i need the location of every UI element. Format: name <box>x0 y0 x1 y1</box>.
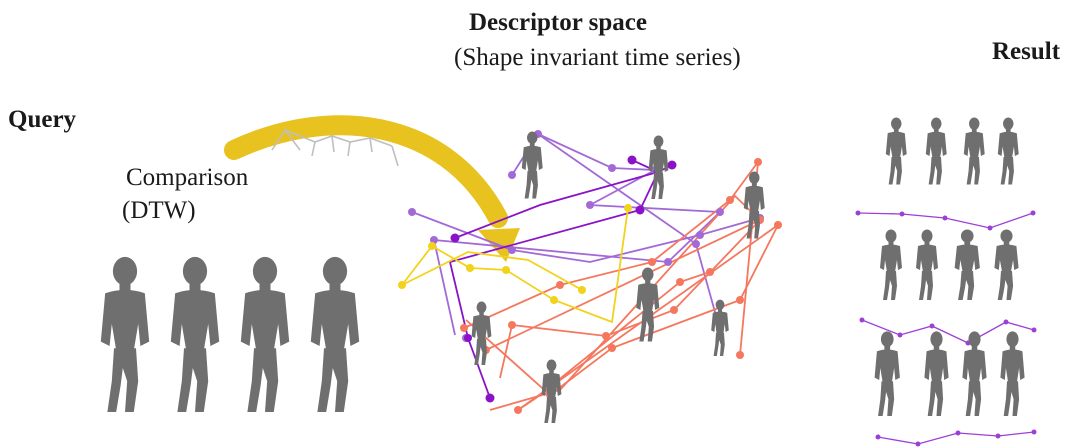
result-row-2 <box>880 229 1019 300</box>
dtw-label: (DTW) <box>122 197 196 224</box>
descriptor-figure-2 <box>648 135 669 199</box>
descriptor-space-subtitle: (Shape invariant time series) <box>454 44 741 71</box>
result-series-1 <box>857 212 1034 229</box>
descriptor-space-title: Descriptor space <box>469 9 647 36</box>
skeleton-glyph <box>271 128 399 167</box>
query-figure-1 <box>100 256 150 412</box>
descriptor-figure-4 <box>636 267 660 342</box>
descriptor-points <box>398 130 782 414</box>
result-series-2 <box>861 319 1035 344</box>
comparison-label: Comparison <box>126 164 249 191</box>
result-row-1 <box>885 117 1019 185</box>
series-light-purple-1 <box>432 133 723 336</box>
descriptor-figure-7 <box>541 359 562 423</box>
query-figure-3 <box>240 256 290 412</box>
descriptor-figure-1 <box>521 131 543 199</box>
query-figure-2 <box>170 256 220 412</box>
comparison-arrow <box>224 115 520 262</box>
series-light-purple-2 <box>411 211 761 263</box>
descriptor-figure-3 <box>743 171 765 239</box>
query-figure-4 <box>310 256 360 412</box>
series-yellow-2 <box>401 251 583 291</box>
query-label: Query <box>8 106 77 133</box>
result-column <box>855 117 1037 447</box>
query-walkers <box>100 256 360 412</box>
result-row-3 <box>874 331 1025 416</box>
result-label: Result <box>992 38 1061 65</box>
